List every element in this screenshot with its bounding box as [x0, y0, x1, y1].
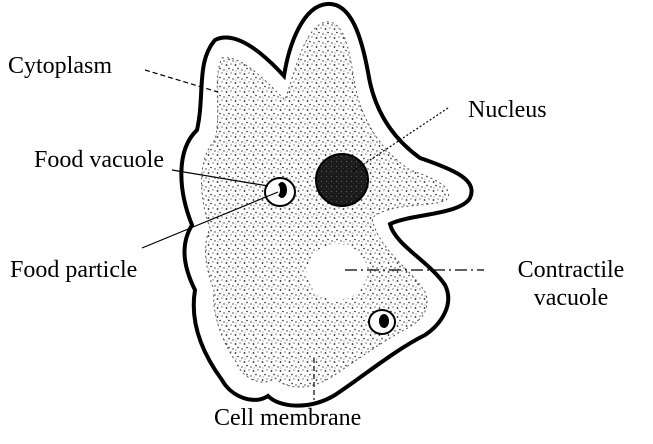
label-cytoplasm: Cytoplasm: [8, 52, 112, 80]
small-food-particle: [379, 314, 389, 328]
label-nucleus: Nucleus: [468, 96, 547, 124]
contractile-vacuole: [307, 244, 367, 300]
food-particle-highlight: [276, 185, 280, 195]
label-cell-membrane: Cell membrane: [214, 404, 361, 432]
label-contractile-line2: vacuole: [496, 284, 646, 312]
label-contractile-vacuole: Contractile vacuole: [496, 256, 646, 312]
label-contractile-line1: Contractile: [496, 256, 646, 284]
nucleus: [316, 154, 368, 206]
label-food-vacuole: Food vacuole: [34, 146, 164, 174]
label-food-particle: Food particle: [10, 256, 137, 284]
